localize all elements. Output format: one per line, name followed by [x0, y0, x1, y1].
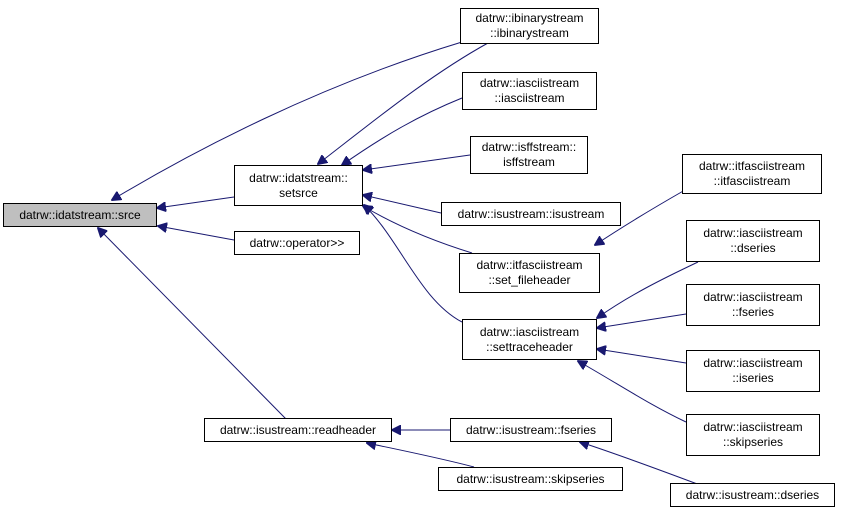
edge-skipseries-ascii-to-settraceheader — [578, 361, 687, 423]
node-isustream-dseries[interactable]: datrw::isustream::dseries — [670, 483, 835, 507]
edge-iascii-to-setsrce — [342, 97, 463, 165]
node-label: isffstream — [503, 155, 555, 169]
node-iasciistream-iseries[interactable]: datrw::iasciistream ::iseries — [686, 350, 820, 392]
edge-setsrce-to-srce — [157, 196, 235, 208]
node-label: datrw::isustream::isustream — [457, 206, 605, 221]
node-idatstream-setsrce[interactable]: datrw::idatstream:: setsrce — [234, 165, 363, 206]
edge-settraceheader-to-setsrce — [364, 205, 463, 323]
node-label: datrw::itfasciistream — [476, 258, 583, 272]
node-isustream-isustream[interactable]: datrw::isustream::isustream — [441, 202, 621, 226]
edge-dseries-ascii-to-settraceheader — [597, 261, 699, 318]
node-label: datrw::isustream::readheader — [219, 422, 377, 437]
node-iasciistream-skipseries[interactable]: datrw::iasciistream ::skipseries — [686, 414, 820, 456]
node-label: datrw::iasciistream — [703, 290, 803, 304]
node-label: ::iseries — [732, 371, 774, 385]
node-label: datrw::iasciistream — [703, 356, 803, 370]
node-label: ::skipseries — [722, 435, 784, 449]
node-iasciistream-fseries[interactable]: datrw::iasciistream ::fseries — [686, 284, 820, 326]
node-label: datrw::ibinarystream — [475, 11, 584, 25]
node-label: datrw::idatstream:: — [249, 170, 348, 185]
node-itfasciistream-itfasciistream[interactable]: datrw::itfasciistream ::itfasciistream — [682, 154, 822, 194]
node-isustream-readheader[interactable]: datrw::isustream::readheader — [204, 418, 392, 442]
node-label: ::ibinarystream — [490, 26, 569, 40]
node-label: ::itfasciistream — [713, 174, 791, 188]
node-label: datrw::isffstream:: — [481, 140, 577, 154]
node-isustream-skipseries[interactable]: datrw::isustream::skipseries — [438, 467, 623, 491]
node-operator[interactable]: datrw::operator>> — [234, 231, 360, 255]
edge-itfascii-to-setfileheader — [595, 189, 686, 245]
edge-iseries-ascii-to-settraceheader — [597, 349, 687, 364]
node-label: ::settraceheader — [486, 339, 573, 354]
node-idatstream-srce: datrw::idatstream::srce — [3, 203, 157, 227]
node-label: datrw::isustream::dseries — [685, 487, 820, 502]
node-ibinarystream-ibinarystream[interactable]: datrw::ibinarystream ::ibinarystream — [460, 8, 599, 44]
node-iasciistream-settraceheader[interactable]: datrw::iasciistream ::settraceheader — [462, 319, 597, 360]
node-label: datrw::operator>> — [249, 235, 345, 250]
edge-ibinary-to-srce — [112, 41, 463, 200]
node-label: datrw::itfasciistream — [698, 159, 806, 173]
node-label: datrw::iasciistream — [479, 76, 580, 90]
node-label: ::dseries — [730, 241, 776, 255]
node-isustream-fseries[interactable]: datrw::isustream::fseries — [450, 418, 612, 442]
edge-dseries-isu-to-fseries-isu — [580, 442, 701, 486]
edge-isff-to-setsrce — [363, 154, 471, 170]
node-label: ::set_fileheader — [488, 273, 571, 287]
node-label: datrw::iasciistream — [703, 420, 803, 434]
edge-readheader-to-srce — [98, 228, 287, 420]
node-label: datrw::iasciistream — [703, 226, 803, 240]
edge-skipseries-isu-to-readheader — [367, 443, 475, 468]
edge-fseries-ascii-to-settraceheader — [597, 313, 687, 328]
node-label: ::iasciistream — [494, 91, 565, 105]
node-label: datrw::isustream::skipseries — [456, 471, 605, 486]
node-iasciistream-dseries[interactable]: datrw::iasciistream ::dseries — [686, 220, 820, 262]
node-label: datrw::isustream::fseries — [465, 422, 597, 437]
node-label: datrw::iasciistream — [479, 324, 580, 339]
node-isffstream-isffstream[interactable]: datrw::isffstream:: isffstream — [470, 136, 588, 174]
node-itfasciistream-set-fileheader[interactable]: datrw::itfasciistream ::set_fileheader — [459, 253, 600, 293]
node-label: datrw::idatstream::srce — [19, 207, 141, 222]
edge-operator-to-srce — [158, 226, 235, 241]
edge-isustream-to-setsrce — [363, 195, 442, 214]
node-label: ::fseries — [731, 305, 774, 319]
edge-ibinary-to-setsrce — [318, 42, 489, 164]
node-label: setsrce — [279, 185, 318, 200]
node-iasciistream-iasciistream[interactable]: datrw::iasciistream ::iasciistream — [462, 72, 597, 110]
